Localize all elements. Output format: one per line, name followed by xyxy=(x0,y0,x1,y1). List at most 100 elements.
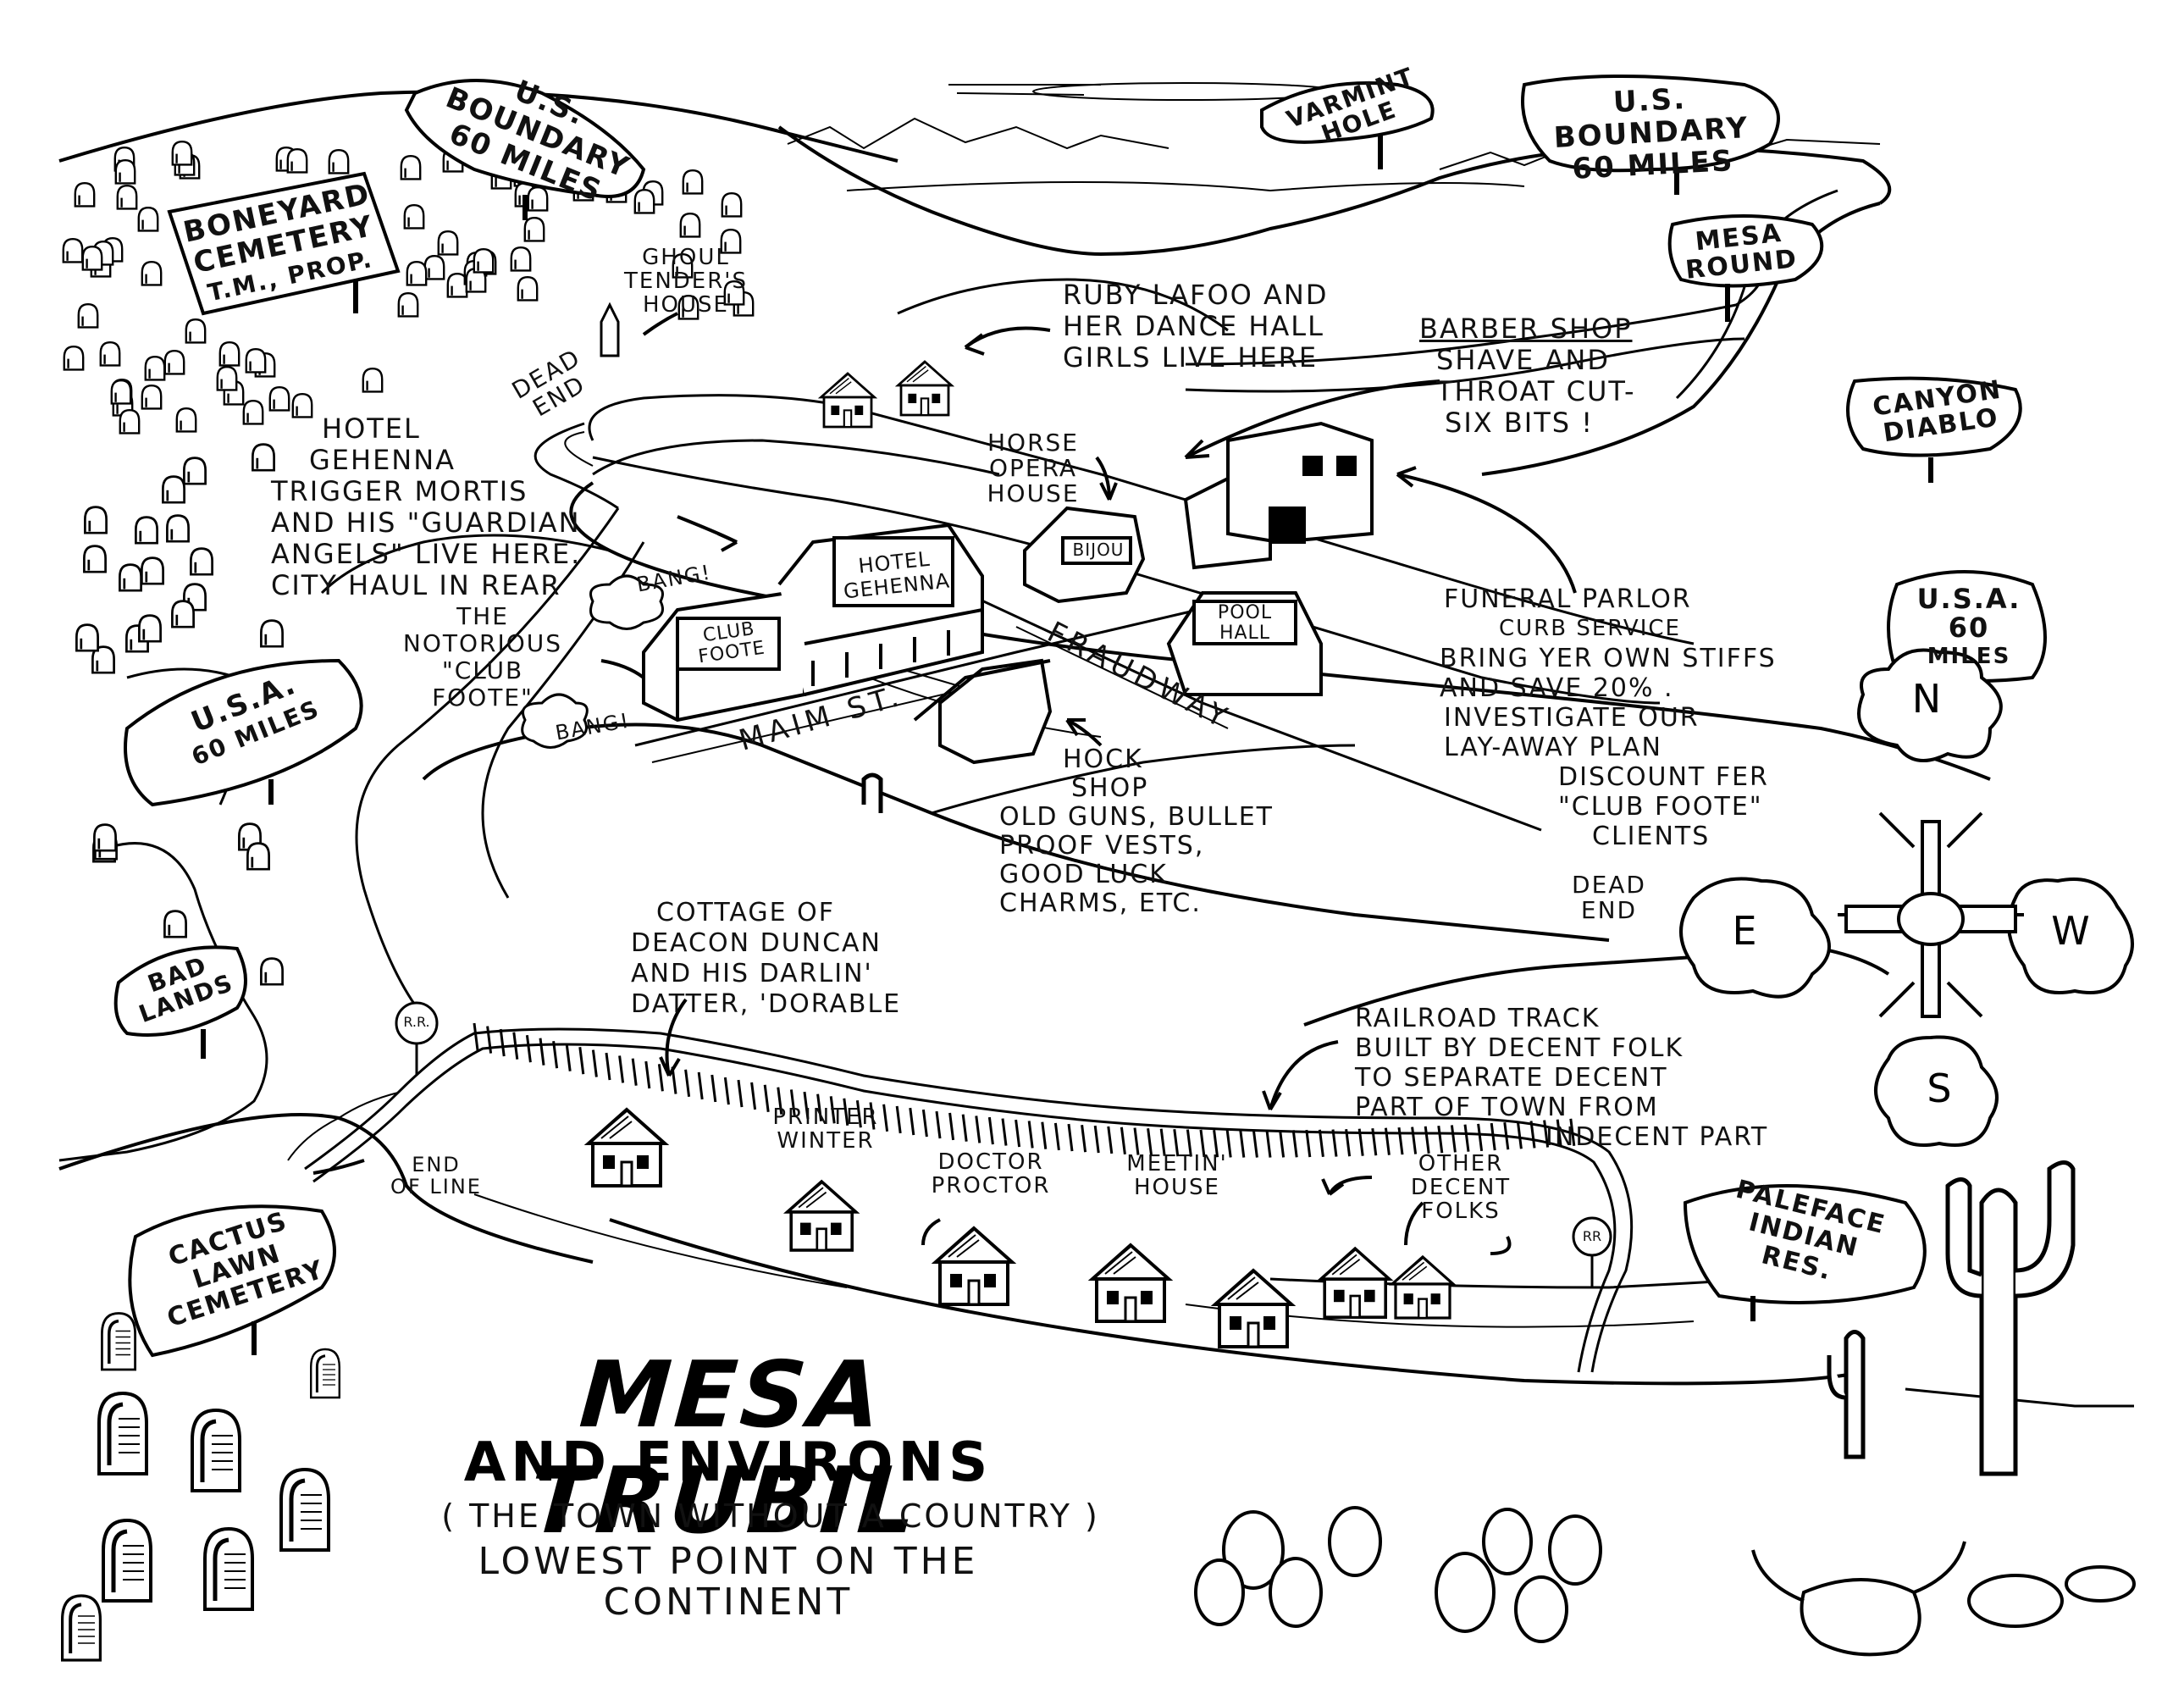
railroad-tie xyxy=(1279,1130,1286,1158)
grave-marker xyxy=(473,248,495,274)
railroad-tie xyxy=(1186,1129,1192,1157)
grave-marker xyxy=(137,206,159,232)
railroad-tie xyxy=(1120,1127,1126,1154)
grave-marker xyxy=(423,255,445,280)
grave-marker xyxy=(406,261,428,286)
railroad-tie xyxy=(829,1096,836,1124)
grave-marker xyxy=(138,614,162,643)
railroad-tie xyxy=(552,1041,559,1069)
railroad-tie xyxy=(1199,1129,1206,1158)
railroad-tie xyxy=(605,1052,611,1081)
grave-marker xyxy=(171,140,193,166)
grave-marker xyxy=(242,400,264,425)
railroad-tie xyxy=(631,1058,638,1086)
railroad-tie xyxy=(1384,1127,1391,1155)
map-note: LOWEST POINT ON THE CONTINENT xyxy=(478,1540,979,1624)
grave-marker xyxy=(633,188,655,214)
label-other-decent-folks: OTHER DECENT FOLKS xyxy=(1410,1151,1512,1224)
building-pool-hall: POOL HALL xyxy=(1217,602,1273,644)
grave-marker xyxy=(93,823,117,852)
railroad-tie xyxy=(843,1098,849,1126)
grave-marker xyxy=(721,191,743,218)
railroad-tie xyxy=(1081,1124,1087,1153)
label-funeral-parlor: FUNERAL PARLOR CURB SERVICE BRING YER OW… xyxy=(1440,584,1777,851)
grave-marker xyxy=(397,292,419,318)
grave-marker xyxy=(682,169,704,195)
railroad-tie xyxy=(882,1104,889,1132)
railroad-tie xyxy=(1067,1123,1074,1152)
railroad-tie xyxy=(723,1077,730,1105)
rr-marker-right: RR xyxy=(1582,1228,1602,1244)
grave-marker xyxy=(517,276,539,302)
building-bijou: BIJOU xyxy=(1072,540,1125,560)
railroad-tie xyxy=(1516,1121,1523,1149)
railroad-tie xyxy=(895,1105,902,1134)
railroad-tie xyxy=(1093,1125,1100,1154)
grave-marker xyxy=(163,350,185,375)
railroad-tie xyxy=(869,1102,876,1130)
railroad-tie xyxy=(1041,1121,1048,1149)
grave-marker xyxy=(260,957,284,986)
grave-marker xyxy=(135,516,158,545)
label-horse-opera-house: HORSE OPERA HOUSE xyxy=(987,429,1080,507)
compass-south: S xyxy=(1927,1066,1952,1111)
railroad-tie xyxy=(777,1087,783,1115)
railroad-tie xyxy=(1173,1129,1180,1157)
label-meetin-house: MEETIN' HOUSE xyxy=(1126,1151,1228,1200)
label-barber-shop: BARBER SHOP SHAVE AND THROAT CUT- SIX BI… xyxy=(1419,313,1636,439)
railroad-tie xyxy=(1569,1118,1576,1146)
railroad-tie xyxy=(1411,1127,1418,1154)
railroad-tie xyxy=(750,1082,757,1110)
label-hock-shop: HOCK SHOP OLD GUNS, BULLET PROOF VESTS, … xyxy=(999,745,1274,918)
railroad-tie xyxy=(1252,1130,1258,1158)
railroad-tie xyxy=(499,1028,506,1057)
railroad-tie xyxy=(1450,1125,1457,1153)
grave-marker xyxy=(286,147,308,174)
label-doctor-proctor: DOCTOR PROCTOR xyxy=(931,1149,1051,1199)
railroad-tie xyxy=(1265,1130,1272,1158)
railroad-tie xyxy=(512,1032,519,1060)
compass-west: W xyxy=(2051,908,2090,954)
railroad-tie xyxy=(1001,1118,1008,1146)
railroad-tie xyxy=(565,1044,572,1071)
railroad-tie xyxy=(1015,1119,1021,1148)
grave-marker xyxy=(141,385,163,410)
railroad-tie xyxy=(1147,1127,1153,1156)
grave-marker xyxy=(190,547,213,576)
grave-marker xyxy=(437,230,459,256)
railroad-tie xyxy=(1477,1123,1484,1152)
railroad-tie xyxy=(539,1038,545,1066)
grave-marker xyxy=(246,842,270,871)
railroad-tie xyxy=(855,1099,862,1128)
grave-marker xyxy=(218,341,241,367)
railroad-tie xyxy=(1107,1126,1114,1154)
grave-marker xyxy=(175,407,197,433)
rr-marker-left: R.R. xyxy=(403,1014,430,1030)
railroad-tie xyxy=(1159,1128,1166,1156)
grave-marker xyxy=(362,368,384,393)
map-tagline: ( THE TOWN WITHOUT A COUNTRY ) xyxy=(441,1497,1100,1535)
railroad-tie xyxy=(909,1107,915,1136)
railroad-tie xyxy=(1357,1128,1364,1156)
railroad-tie xyxy=(684,1069,691,1097)
grave-marker xyxy=(84,506,108,534)
railroad-tie xyxy=(618,1055,625,1083)
grave-marker xyxy=(163,910,187,938)
grave-marker xyxy=(116,184,138,210)
railroad-tie xyxy=(948,1112,955,1141)
railroad-tie xyxy=(486,1026,493,1054)
label-railroad-track: RAILROAD TRACK BUILT BY DECENT FOLK TO S… xyxy=(1355,1004,1769,1152)
grave-marker xyxy=(141,261,163,286)
grave-marker xyxy=(245,348,267,374)
compass-east: E xyxy=(1732,908,1757,954)
grave-marker xyxy=(74,181,96,208)
grave-marker xyxy=(166,514,190,543)
grave-marker xyxy=(81,246,103,271)
railroad-tie xyxy=(1397,1127,1404,1155)
railroad-tie xyxy=(657,1064,664,1092)
railroad-tie xyxy=(1318,1129,1324,1158)
grave-marker xyxy=(99,341,121,367)
railroad-tie xyxy=(1424,1126,1430,1154)
grave-marker xyxy=(77,303,99,329)
